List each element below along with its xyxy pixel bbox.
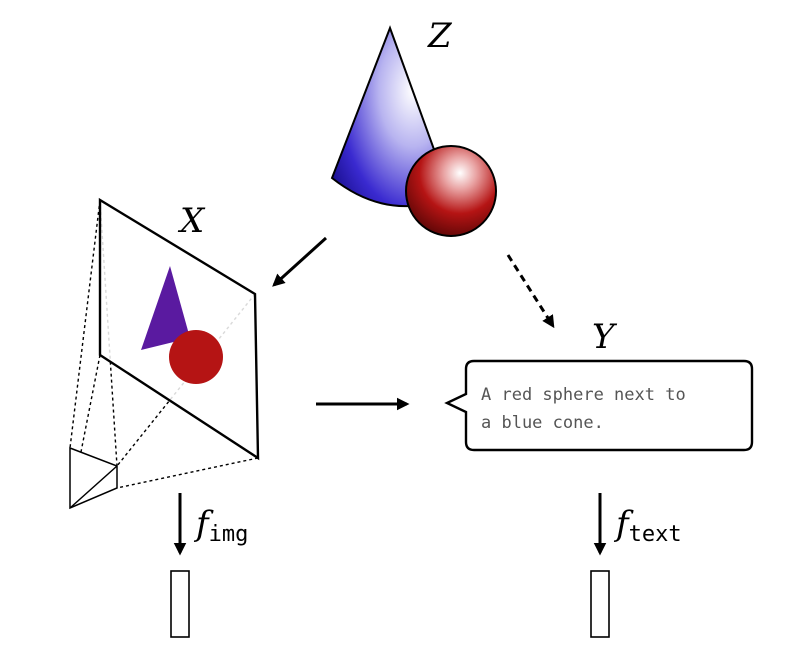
- text-embedding-box: [590, 570, 610, 638]
- label-y: Y: [592, 317, 618, 357]
- label-f-text: ftext: [613, 504, 682, 547]
- image-embedding-box: [170, 570, 190, 638]
- label-x: X: [177, 201, 206, 241]
- arrow-z-to-x: [272, 236, 328, 287]
- label-text-subscript: text: [629, 522, 682, 547]
- frustum-line: [116, 457, 259, 489]
- red-circle-2d: [169, 330, 223, 384]
- label-f-img: fimg: [193, 504, 248, 547]
- camera-icon: [69, 446, 118, 510]
- image-plane-x: X: [69, 197, 260, 510]
- frustum-line: [69, 354, 101, 509]
- camera-diagonal: [69, 465, 118, 509]
- label-z: Z: [427, 16, 453, 56]
- purple-cone-2d: [141, 266, 190, 350]
- frustum-line: [69, 199, 101, 449]
- red-sphere-3d: [405, 145, 497, 237]
- label-img-subscript: img: [209, 522, 249, 547]
- caption-y: Y A red sphere next to a blue cone.: [444, 317, 754, 452]
- caption-line-2: a blue cone.: [481, 413, 604, 433]
- scene-z: Z: [330, 16, 497, 237]
- speech-bubble: [444, 359, 754, 452]
- arrow-z-to-y-dashed: [506, 254, 555, 329]
- caption-line-1: A red sphere next to: [481, 385, 686, 405]
